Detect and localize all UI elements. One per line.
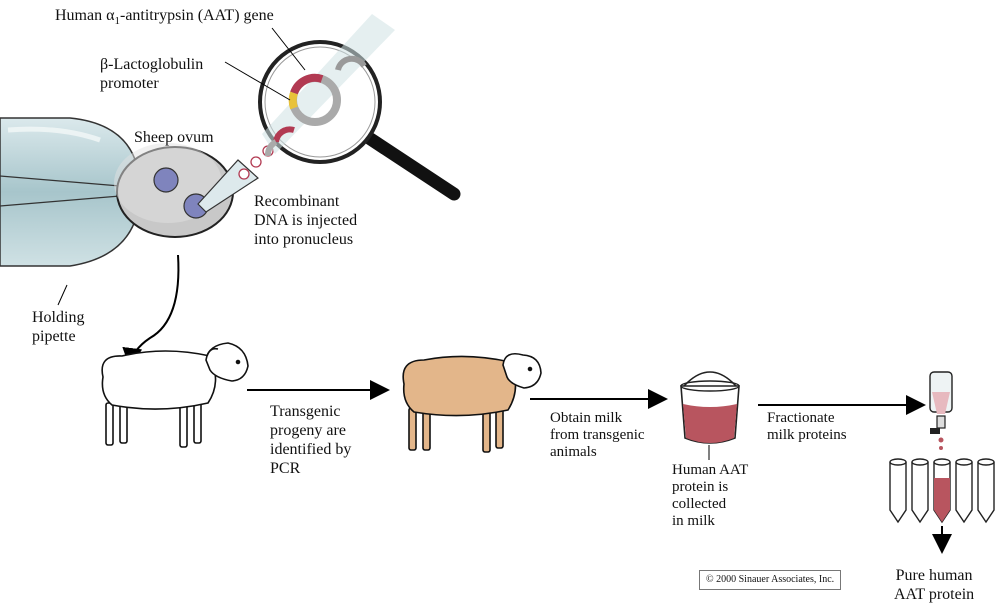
recombinant-line: into pronucleus — [254, 231, 354, 248]
pure-protein-label: Pure human AAT protein — [894, 566, 974, 604]
collected-line: protein is — [672, 479, 729, 495]
gene-label: Human α1-antitrypsin (AAT) gene — [55, 6, 274, 31]
collected-label: Human AAT protein is collected in milk — [672, 462, 748, 530]
test-tube-icon — [955, 462, 973, 524]
collected-line: in milk — [672, 513, 715, 529]
ovum-label: Sheep ovum — [134, 129, 214, 146]
transgenic-label: Transgenic progeny are identified by PCR — [270, 402, 351, 478]
transgenic-line: progeny are — [270, 422, 346, 439]
transgenic-line: Transgenic — [270, 403, 341, 420]
milk-bucket-icon — [680, 371, 740, 444]
test-tube-rack — [889, 458, 995, 524]
promoter-label: β-Lactoglobulin promoter — [100, 55, 203, 93]
holding-line: Holding — [32, 309, 85, 326]
obtain-line: Obtain milk — [550, 410, 623, 426]
pure-line: Pure human — [895, 567, 973, 584]
collected-line: collected — [672, 496, 727, 512]
gene-leader-line — [271, 27, 306, 71]
obtain-line: from transgenic — [550, 427, 645, 443]
fractionate-line: Fractionate — [767, 410, 835, 426]
sheep-icon — [101, 342, 249, 448]
promoter-leader-line — [224, 61, 291, 101]
transgenic-line: identified by — [270, 441, 352, 458]
gene-subscript: 1 — [114, 15, 120, 28]
holding-leader-line — [57, 284, 68, 306]
fractionate-line: milk proteins — [767, 427, 847, 443]
transgenic-line: PCR — [270, 460, 301, 477]
recombinant-line: DNA is injected — [254, 212, 358, 229]
transgenic-sheep-icon — [402, 352, 542, 453]
test-tube-icon — [911, 462, 929, 524]
promoter-line: β-Lactoglobulin — [100, 56, 204, 73]
copyright-notice: © 2000 Sinauer Associates, Inc. — [699, 570, 842, 590]
gene-prefix: Human α — [55, 7, 115, 24]
collected-line: Human AAT — [672, 462, 749, 478]
recombinant-line: Recombinant — [254, 193, 340, 210]
plasmid-icon — [288, 73, 341, 126]
chromatography-column-icon — [929, 371, 953, 450]
pure-line: AAT protein — [894, 586, 975, 603]
fractionate-label: Fractionate milk proteins — [767, 410, 847, 444]
gene-suffix: -antitrypsin (AAT) gene — [119, 7, 274, 24]
pronucleus-icon — [153, 167, 179, 193]
ovum-to-sheep-arrow — [122, 254, 180, 368]
test-tube-icon — [977, 462, 995, 524]
obtain-line: animals — [550, 444, 597, 460]
sheep-ovum-icon — [114, 143, 234, 238]
magnifier-icon — [258, 14, 461, 201]
recombinant-label: Recombinant DNA is injected into pronucl… — [254, 192, 357, 249]
test-tube-icon — [889, 462, 907, 524]
promoter-line: promoter — [100, 75, 159, 92]
holding-pipette-label: Holding pipette — [32, 308, 84, 346]
holding-line: pipette — [32, 328, 76, 345]
obtain-milk-label: Obtain milk from transgenic animals — [550, 410, 645, 461]
